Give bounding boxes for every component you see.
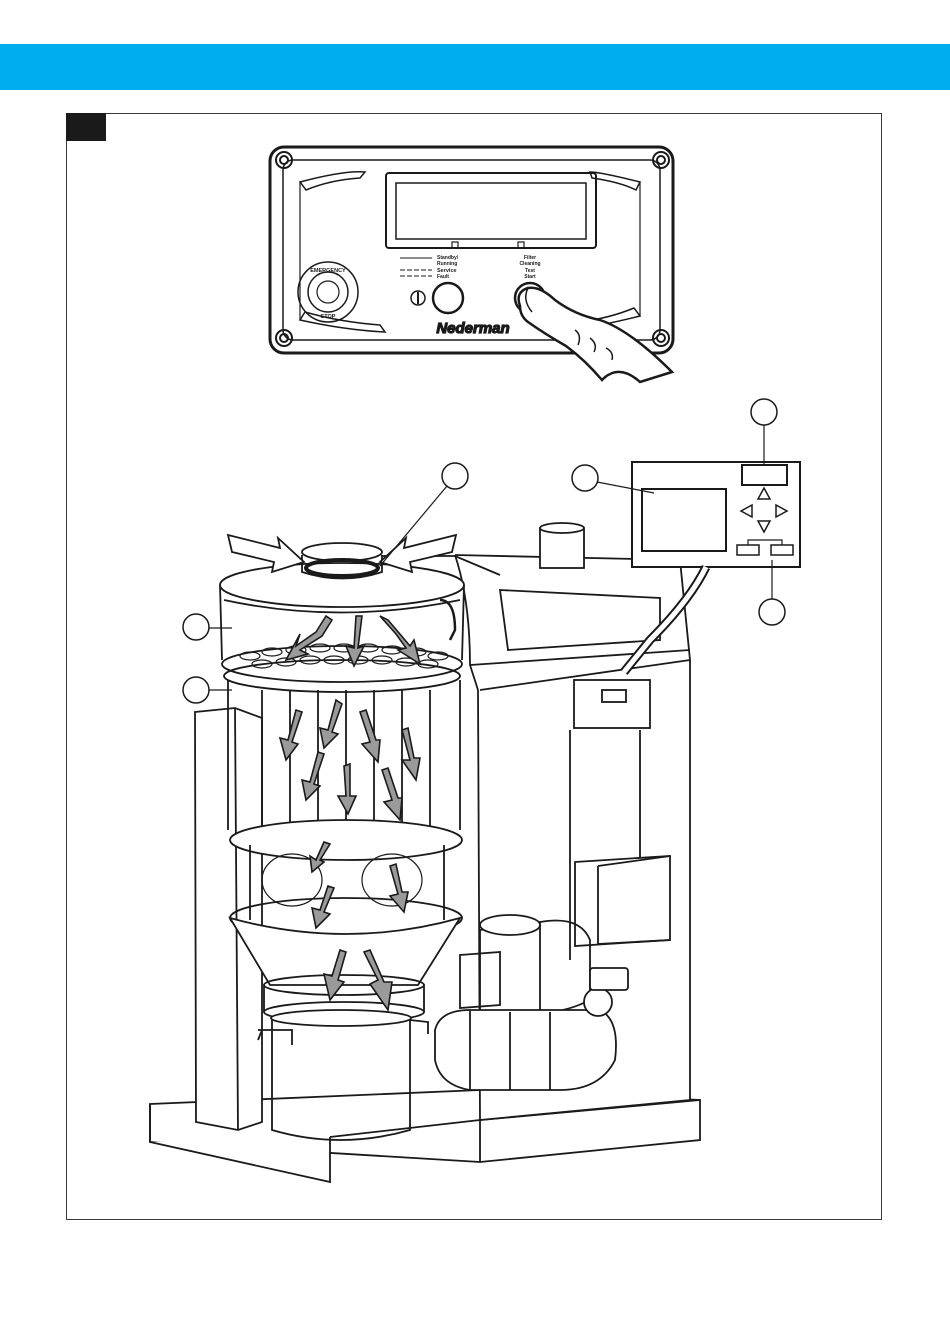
callout-filter-cartridge <box>183 677 209 703</box>
brand-logo: Nederman <box>436 320 509 337</box>
callout-soft-keys <box>759 599 785 625</box>
callout-controller-screen <box>572 465 598 491</box>
filter-label-4: Start <box>524 274 536 280</box>
callout-top-button <box>751 399 777 425</box>
emergency-label-bottom: STOP <box>321 314 336 320</box>
status-label-2: Running <box>437 261 457 267</box>
status-label-4: Fault <box>437 274 449 280</box>
dust-collector-unit <box>150 523 700 1182</box>
callout-filter-chamber <box>183 614 209 640</box>
emergency-label-top: EMERGENCY <box>310 268 346 274</box>
filter-label-2: Cleaning <box>519 261 540 267</box>
controller-detail <box>624 462 800 672</box>
callout-inlet <box>442 463 468 489</box>
